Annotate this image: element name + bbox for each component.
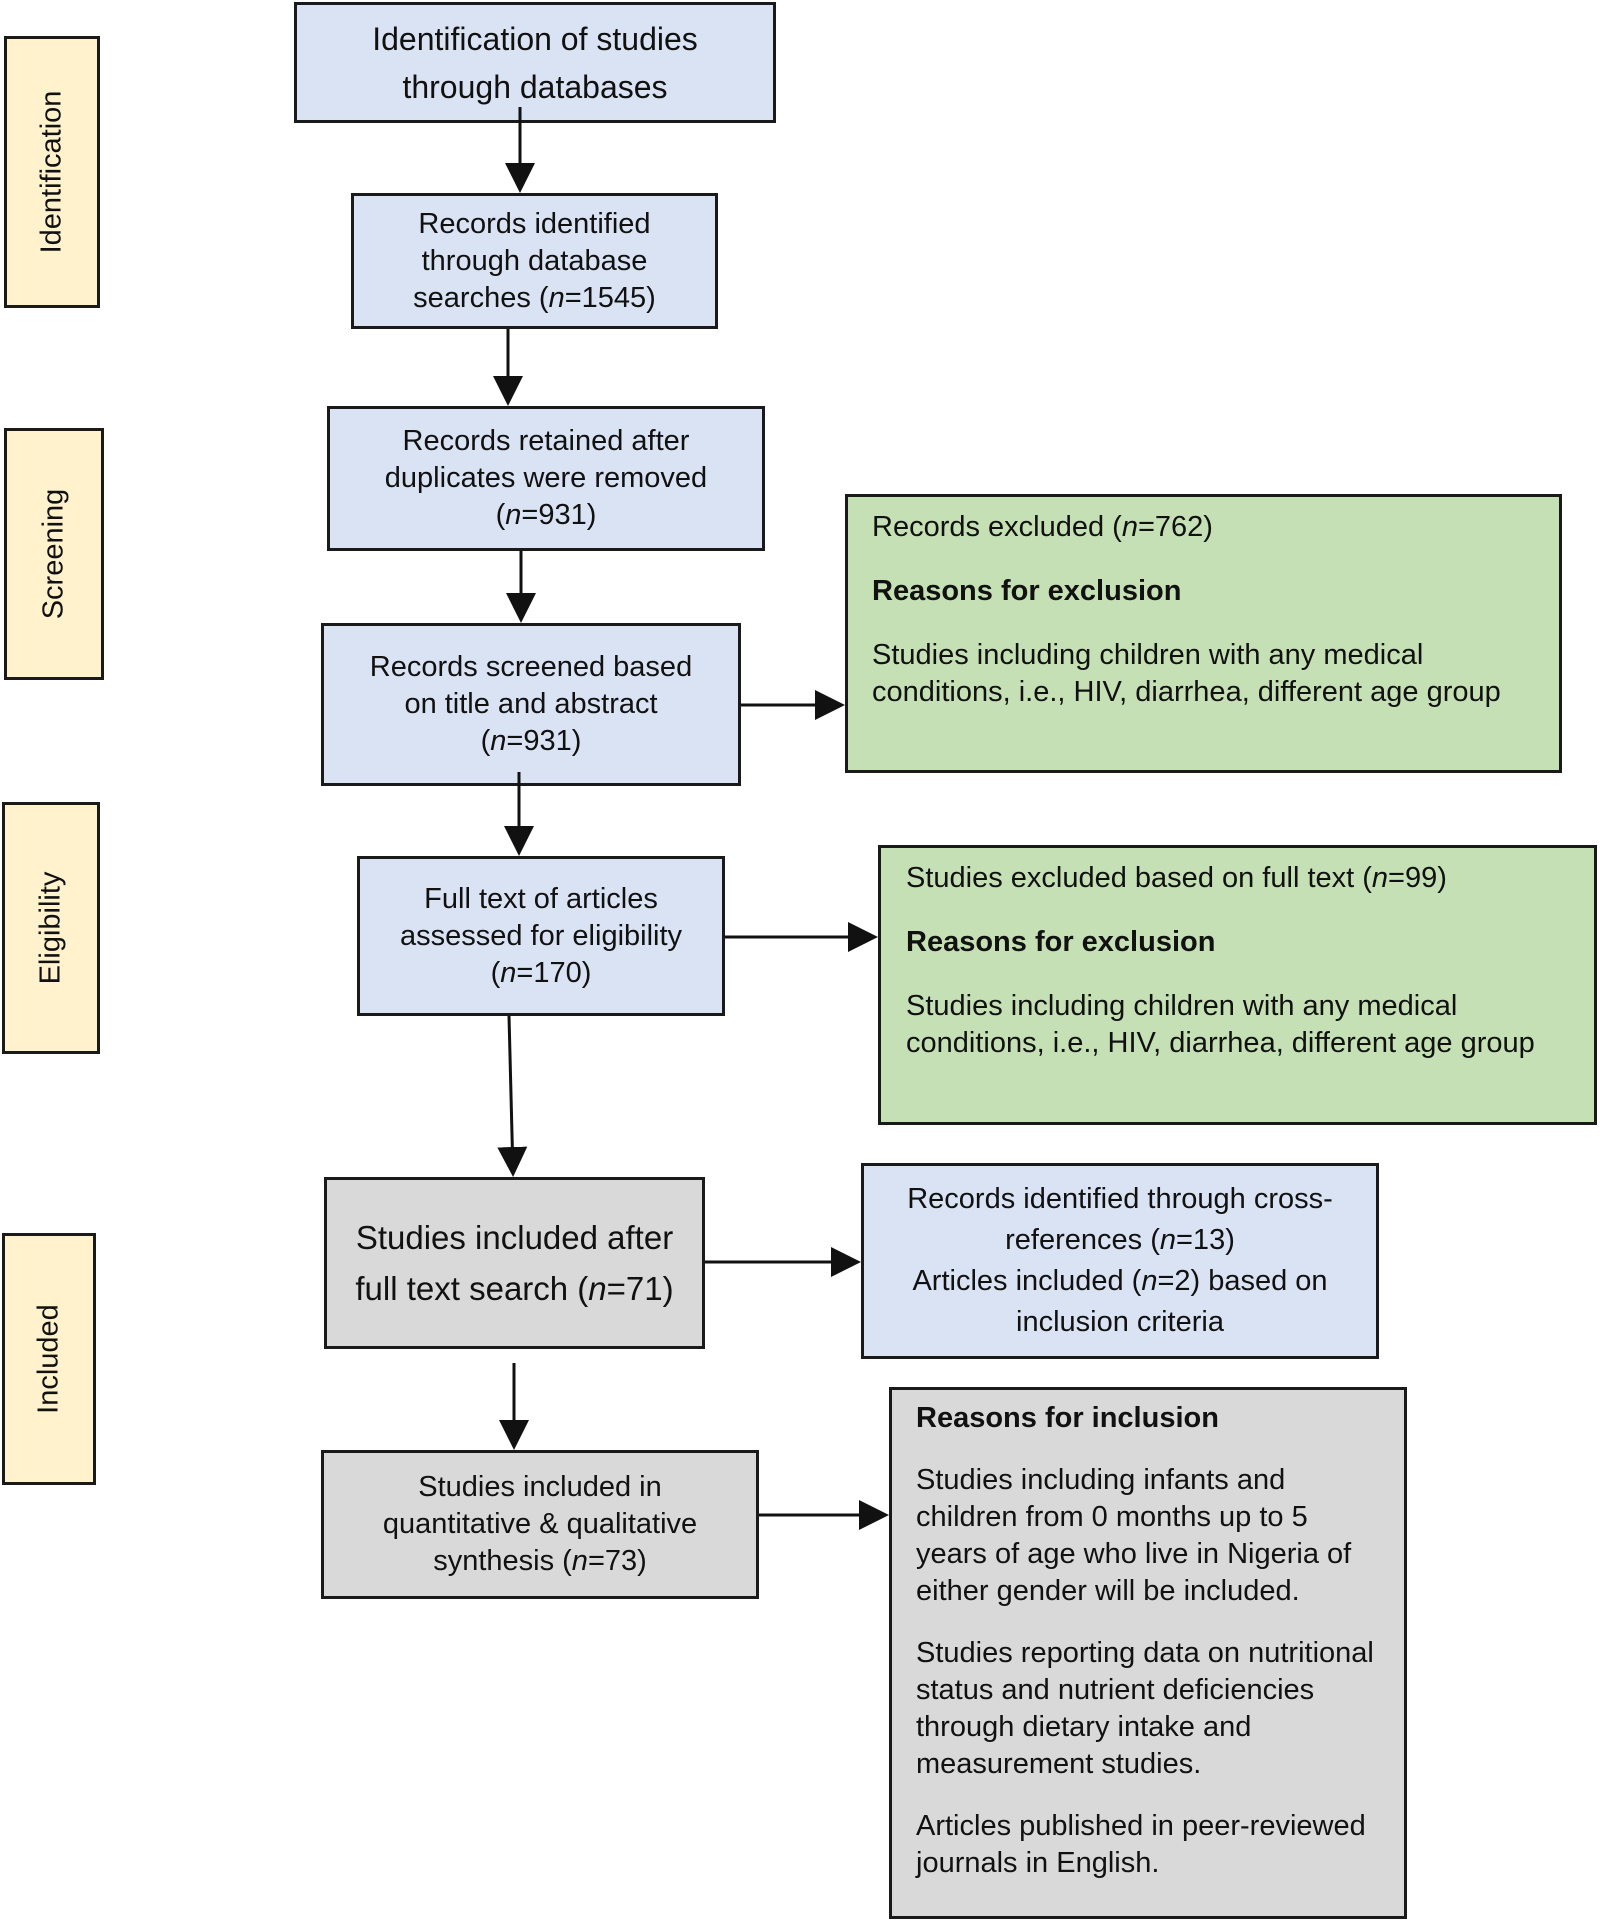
box-line: assessed for eligibility	[399, 919, 683, 952]
records-excluded-heading: Records excluded (n=762)	[872, 511, 1213, 543]
box-line: references (n=13)	[1005, 1224, 1235, 1256]
studies-excluded-box: Studies excluded based on full text (n=9…	[878, 845, 1597, 1125]
records-screened-box: Records screened based on title and abst…	[321, 623, 741, 786]
box-line: Records identified	[418, 207, 651, 240]
box-line: quantitative & qualitative	[382, 1508, 698, 1540]
phase-eligibility: Eligibility	[2, 802, 100, 1054]
phase-screening: Screening	[4, 428, 104, 680]
arrow-fulltext-to-included	[497, 1015, 528, 1177]
box-line: through databases	[402, 68, 668, 105]
inclusion-reason-2: Studies reporting data on nutritional st…	[916, 1637, 1374, 1780]
box-line: duplicates were removed	[384, 462, 708, 494]
exclusion-reasons-text: Studies including children with any medi…	[872, 639, 1501, 708]
box-line: searches (n=1545)	[413, 281, 656, 314]
box-line: (n=170)	[490, 956, 592, 989]
records-identified-box: Records identified through database sear…	[351, 193, 718, 329]
box-line: Studies included in	[418, 1471, 662, 1503]
studies-included-full-text-box: Studies included after full text search …	[324, 1177, 705, 1349]
cross-references-box: Records identified through cross- refere…	[861, 1163, 1379, 1359]
synthesis-box: Studies included in quantitative & quali…	[321, 1450, 759, 1599]
box-line: Full text of articles	[424, 882, 658, 915]
records-excluded-box: Records excluded (n=762) Reasons for exc…	[845, 494, 1562, 773]
box-line: Records screened based	[369, 651, 693, 683]
exclusion-reasons-title: Reasons for exclusion	[872, 575, 1182, 607]
box-line: Identification of studies	[372, 20, 698, 57]
box-line: inclusion criteria	[1016, 1306, 1224, 1338]
inclusion-reasons-title: Reasons for inclusion	[916, 1402, 1219, 1434]
inclusion-reason-1: Studies including infants and children f…	[916, 1464, 1352, 1607]
full-text-assessed-box: Full text of articles assessed for eligi…	[357, 856, 725, 1016]
box-line: (n=931)	[480, 725, 582, 757]
box-line: Records identified through cross-	[907, 1183, 1333, 1215]
box-line: synthesis (n=73)	[433, 1545, 647, 1577]
box-line: Articles included (n=2) based on	[912, 1265, 1328, 1297]
box-line: Records retained after	[402, 425, 690, 457]
records-retained-box: Records retained after duplicates were r…	[327, 406, 765, 551]
box-line: through database	[421, 244, 648, 277]
inclusion-reason-3: Articles published in peer-reviewed jour…	[916, 1810, 1366, 1879]
identification-databases-box: Identification of studies through databa…	[294, 2, 776, 123]
box-line: full text search (n=71)	[355, 1270, 674, 1307]
box-line: on title and abstract	[404, 688, 658, 720]
phase-included: Included	[2, 1233, 96, 1485]
box-line: Studies included after	[355, 1219, 674, 1256]
exclusion-reasons-text: Studies including children with any medi…	[906, 990, 1535, 1059]
reasons-inclusion-box: Reasons for inclusion Studies including …	[889, 1387, 1407, 1919]
box-line: (n=931)	[495, 499, 597, 531]
studies-excluded-heading: Studies excluded based on full text (n=9…	[906, 862, 1447, 894]
phase-identification: Identification	[4, 36, 100, 308]
exclusion-reasons-title: Reasons for exclusion	[906, 926, 1216, 958]
